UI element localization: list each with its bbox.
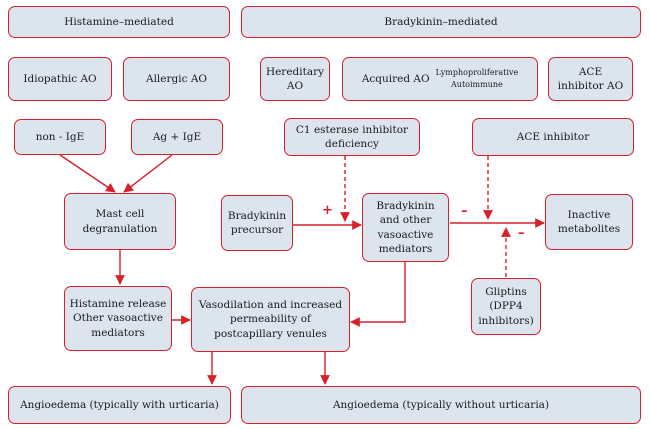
- arrow-bk-to-vaso: [350, 262, 406, 327]
- header-bradykinin-mediated: Bradykinin–mediated: [241, 6, 641, 38]
- gliptins-box: Gliptins (DPP4 inhibitors): [471, 278, 541, 335]
- arrow-agige-to-mast: [123, 154, 173, 193]
- idiopathic-ao-box: Idiopathic AO: [8, 57, 112, 101]
- bradykinin-precursor-box: Bradykinin precursor: [221, 195, 293, 251]
- angioedema-with-urticaria-box: Angioedema (typically with urticaria): [8, 386, 231, 424]
- inactive-metabolites-box: Inactive metabolites: [545, 194, 633, 250]
- plus-sign: +: [322, 203, 333, 218]
- vasodilation-permeability-box: Vasodilation and increased permeability …: [191, 287, 350, 352]
- header-histamine-mediated-label: Histamine–mediated: [64, 15, 174, 28]
- header-histamine-mediated: Histamine–mediated: [8, 6, 230, 38]
- ace-inhibitor-ao-box: ACE inhibitor AO: [548, 57, 633, 101]
- ace-inhibitor-box: ACE inhibitor: [472, 118, 634, 156]
- ag-ige-box: Ag + IgE: [131, 119, 223, 155]
- minus-sign-gliptins: –: [518, 226, 525, 241]
- histamine-release-box: Histamine release Other vasoactive media…: [64, 286, 172, 351]
- arrow-nonige-to-mast: [59, 154, 116, 193]
- c1-esterase-deficiency-box: C1 esterase inhibitor deficiency: [284, 118, 420, 156]
- minus-sign-ace: –: [461, 204, 468, 219]
- allergic-ao-box: Allergic AO: [123, 57, 230, 101]
- mast-cell-degranulation-box: Mast cell degranulation: [64, 193, 176, 250]
- angioedema-without-urticaria-box: Angioedema (typically without urticaria): [241, 386, 641, 424]
- hereditary-ao-box: Hereditary AO: [260, 57, 330, 101]
- acquired-ao-box: Acquired AO Lymphoproliferative Autoimmu…: [342, 57, 538, 101]
- non-ige-box: non - IgE: [14, 119, 106, 155]
- bradykinin-mediators-box: Bradykinin and other vasoactive mediator…: [362, 193, 449, 262]
- header-bradykinin-mediated-label: Bradykinin–mediated: [384, 15, 498, 28]
